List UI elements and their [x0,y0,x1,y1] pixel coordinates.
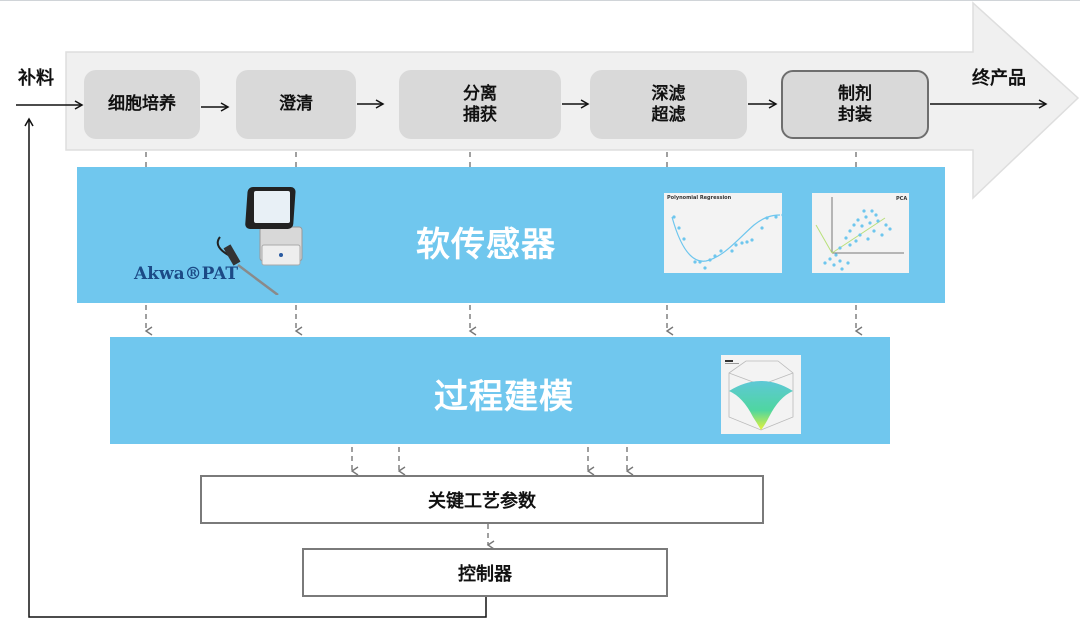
process-flow-big-arrow [65,1,1080,200]
response-surface-thumbnail [721,355,801,434]
polynomial-regression-title: Polynomial Regression [667,195,732,201]
step-depth-ultra-filtration[interactable]: 深滤 超滤 [590,70,747,139]
critical-process-parameters-box[interactable]: 关键工艺参数 [200,475,764,524]
step-clarification[interactable]: 澄清 [236,70,356,139]
step-separation-capture[interactable]: 分离 捕获 [399,70,561,139]
sensor-to-model-arrows [144,305,863,336]
model-to-params-arrows [350,447,634,476]
output-label: 终产品 [972,68,1026,89]
polynomial-regression-plot [671,213,782,270]
step-to-sensor-connectors [145,152,857,167]
pca-thumbnail: PCA [812,193,909,273]
top-divider [0,0,1080,1]
step-formulation-fill[interactable]: 制剂 封装 [781,70,929,139]
controller-box[interactable]: 控制器 [302,548,668,597]
soft-sensor-title: 软传感器 [416,225,556,265]
polynomial-regression-thumbnail: Polynomial Regression [664,193,782,273]
pca-plot [815,197,904,271]
response-surface-plot [725,360,794,431]
input-label: 补料 [18,68,54,89]
process-modeling-title: 过程建模 [434,377,574,417]
device-label: Akwa®PAT [134,264,239,284]
soft-sensor-band [77,167,945,303]
feedback-loop-line [24,117,487,618]
step-cell-culture[interactable]: 细胞培养 [84,70,200,139]
akwa-pat-device-image [216,187,303,295]
pca-title: PCA [896,196,908,202]
